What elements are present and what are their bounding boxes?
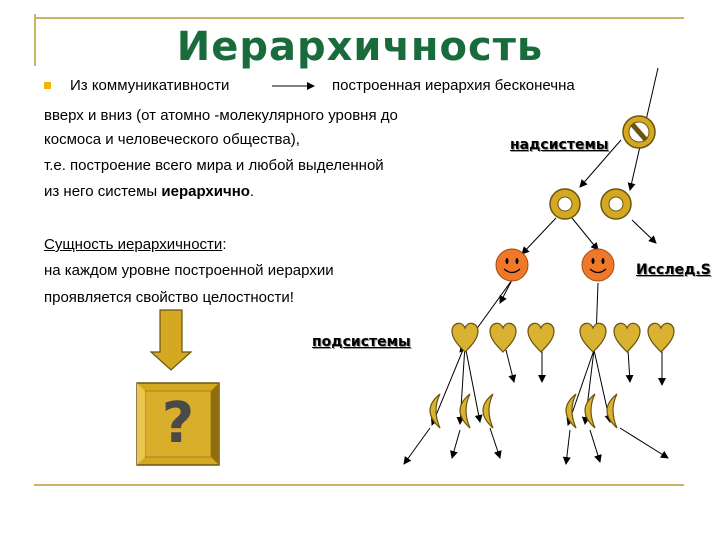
smiley-icon xyxy=(581,248,615,282)
research-label: Исслед.S xyxy=(636,262,711,278)
para1-part-a: Из коммуникативности xyxy=(70,77,230,94)
question-icon xyxy=(136,382,220,466)
crescent-icon xyxy=(429,393,441,429)
smiley-icon xyxy=(495,248,529,282)
para1-line5-suffix: . xyxy=(249,183,255,200)
hearts-row xyxy=(451,322,675,353)
down-arrow-icon xyxy=(149,309,193,371)
para1-line5-bold: иерархично xyxy=(161,183,250,200)
para2-line2: проявляется свойство целостности! xyxy=(44,289,294,306)
para1-line5-prefix: из него системы xyxy=(44,183,162,200)
supersystems-label: надсистемы xyxy=(510,137,609,153)
para1-line3: космоса и человеческого общества), xyxy=(44,131,300,148)
heart-icon xyxy=(489,322,517,353)
heart-icon xyxy=(647,322,675,353)
no-entry-icon xyxy=(622,115,656,149)
para1-line2: вверх и вниз (от атомно -молекулярного у… xyxy=(44,107,398,124)
crescent-icon xyxy=(584,393,596,429)
crescents-row xyxy=(429,393,618,429)
para2-heading: Сущность иерархичности xyxy=(44,236,223,253)
para2-line1: на каждом уровне построенной иерархии xyxy=(44,262,334,279)
para1-line4: т.е. построение всего мира и любой выдел… xyxy=(44,157,384,174)
crescent-icon xyxy=(606,393,618,429)
frame-top-line xyxy=(34,17,684,19)
subsystems-label: подсистемы xyxy=(312,334,411,350)
heart-icon xyxy=(451,322,479,353)
para1-line5: из него системы иерархично. xyxy=(44,183,254,200)
ring-icon xyxy=(600,188,632,220)
heart-icon xyxy=(613,322,641,353)
heart-icon xyxy=(527,322,555,353)
crescent-icon xyxy=(459,393,471,429)
crescent-icon xyxy=(565,393,577,429)
ring-icon xyxy=(549,188,581,220)
heart-icon xyxy=(579,322,607,353)
frame-vertical-line xyxy=(34,14,36,66)
para2-heading-suffix: : xyxy=(222,236,227,253)
para2-heading-line: Сущность иерархичности: xyxy=(44,236,226,253)
bullet-icon xyxy=(44,82,51,89)
slide-title: Иерархичность xyxy=(176,24,544,70)
question-mark: ? xyxy=(161,391,195,456)
question-box: ? xyxy=(137,383,219,465)
crescent-icon xyxy=(482,393,494,429)
para1-part-b: построенная иерархия бесконечна xyxy=(332,77,575,94)
frame-bottom-line xyxy=(34,484,684,486)
